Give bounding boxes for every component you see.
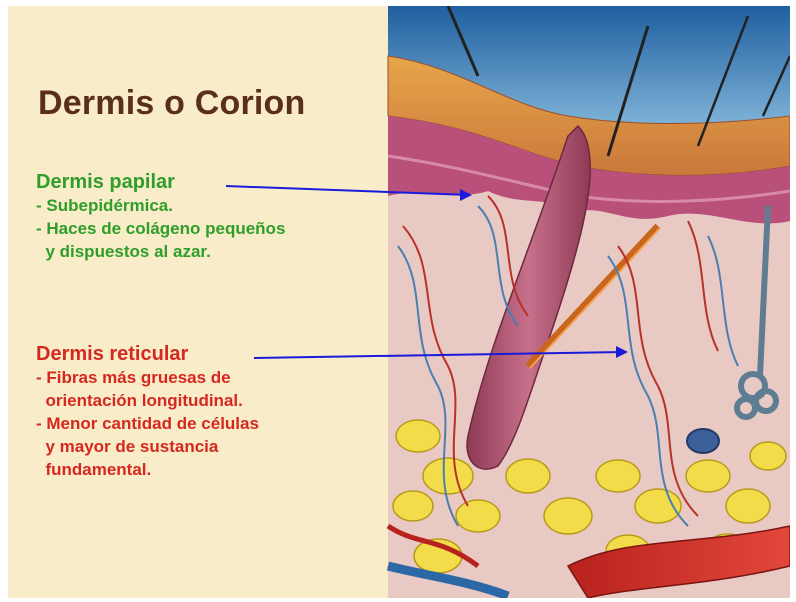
slide: Dermis o Corion Dermis papilar - Subepid… xyxy=(8,6,790,598)
reticular-line: - Fibras más gruesas de xyxy=(36,366,259,389)
slide-title: Dermis o Corion xyxy=(38,84,305,123)
papilar-line: - Haces de colágeno pequeños xyxy=(36,217,285,240)
reticular-line: fundamental. xyxy=(36,458,259,481)
reticular-heading: Dermis reticular xyxy=(36,343,259,366)
papilar-line: - Subepidérmica. xyxy=(36,194,285,217)
reticular-section: Dermis reticular - Fibras más gruesas de… xyxy=(36,343,259,481)
papilar-heading: Dermis papilar xyxy=(36,171,285,194)
papilar-line: y dispuestos al azar. xyxy=(36,240,285,263)
reticular-line: y mayor de sustancia xyxy=(36,435,259,458)
papilar-section: Dermis papilar - Subepidérmica. - Haces … xyxy=(36,171,285,263)
reticular-line: orientación longitudinal. xyxy=(36,389,259,412)
reticular-line: - Menor cantidad de células xyxy=(36,412,259,435)
